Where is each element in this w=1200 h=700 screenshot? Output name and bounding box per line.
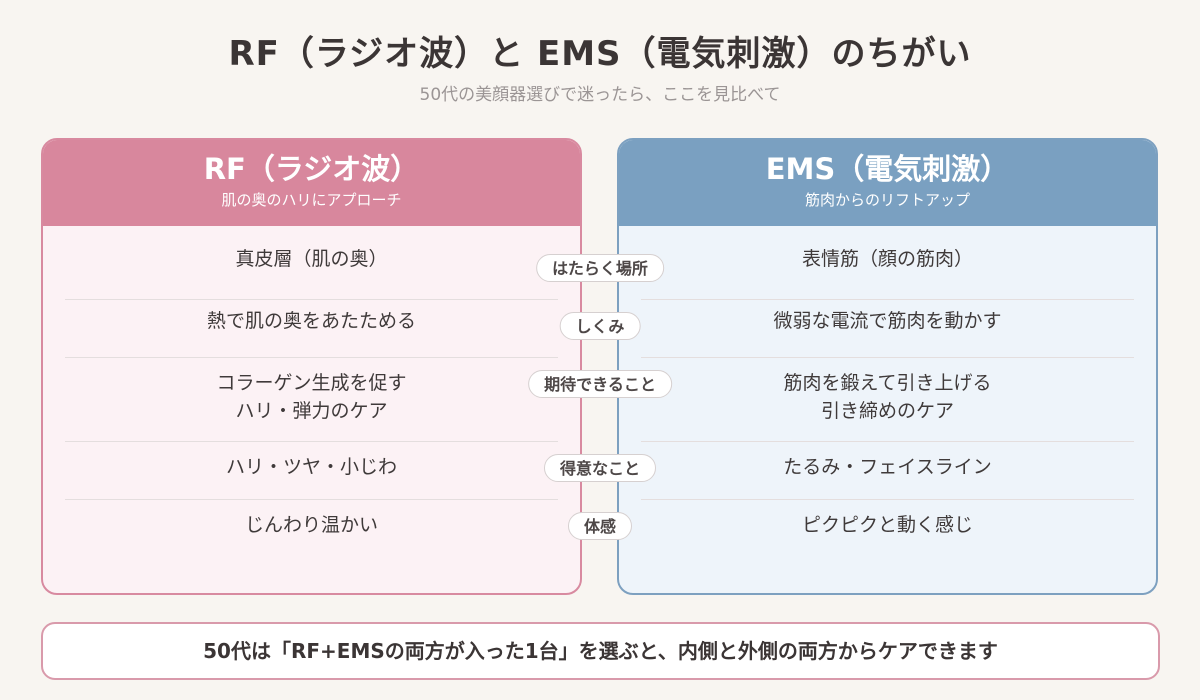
rf-row-sensation: じんわり温かい bbox=[244, 514, 378, 536]
footer-recommendation: 50代は「RF+EMSの両方が入った1台」を選ぶと、内側と外側の両方からケアでき… bbox=[41, 622, 1160, 680]
rf-row-expected-line1: コラーゲン生成を促す bbox=[216, 372, 407, 394]
ems-row-expected: 筋肉を鍛えて引き上げる 引き締めのケア bbox=[619, 362, 1156, 432]
divider bbox=[65, 499, 558, 500]
rf-row-mechanism: 熱で肌の奥をあたためる bbox=[206, 310, 416, 332]
rf-card: RF（ラジオ波） 肌の奥のハリにアプローチ 真皮層（肌の奥） 熱で肌の奥をあたた… bbox=[41, 138, 582, 595]
ems-tagline: 筋肉からのリフトアップ bbox=[804, 191, 970, 209]
criterion-label-mechanism: しくみ bbox=[559, 312, 641, 340]
divider bbox=[641, 499, 1134, 500]
ems-heading: EMS（電気刺激） bbox=[765, 152, 1010, 186]
ems-row-sensation: ピクピクと動く感じ bbox=[801, 514, 973, 536]
rf-heading: RF（ラジオ波） bbox=[203, 152, 420, 186]
ems-card: EMS（電気刺激） 筋肉からのリフトアップ 表情筋（顔の筋肉） 微弱な電流で筋肉… bbox=[617, 138, 1158, 595]
criterion-label-sensation: 体感 bbox=[567, 512, 633, 540]
divider bbox=[641, 357, 1134, 358]
divider bbox=[65, 357, 558, 358]
ems-row-mechanism: 微弱な電流で筋肉を動かす bbox=[773, 310, 1002, 332]
ems-row-expected-line1: 筋肉を鍛えて引き上げる bbox=[783, 372, 992, 394]
divider bbox=[641, 299, 1134, 300]
rf-row-expected: コラーゲン生成を促す ハリ・弾力のケア bbox=[43, 362, 580, 432]
ems-row-location: 表情筋（顔の筋肉） bbox=[801, 248, 973, 270]
criterion-label-location: はたらく場所 bbox=[536, 254, 664, 282]
rf-tagline: 肌の奥のハリにアプローチ bbox=[221, 191, 402, 209]
divider bbox=[65, 441, 558, 442]
rf-row-location: 真皮層（肌の奥） bbox=[235, 248, 388, 270]
ems-card-header: EMS（電気刺激） 筋肉からのリフトアップ bbox=[619, 140, 1156, 226]
criterion-label-expected: 期待できること bbox=[528, 370, 672, 398]
divider bbox=[65, 299, 558, 300]
rf-card-header: RF（ラジオ波） 肌の奥のハリにアプローチ bbox=[43, 140, 580, 226]
criterion-label-strength: 得意なこと bbox=[543, 454, 657, 482]
ems-row-strength: たるみ・フェイスライン bbox=[783, 456, 992, 478]
page-title: RF（ラジオ波）と EMS（電気刺激）のちがい bbox=[228, 34, 972, 74]
rf-row-expected-line2: ハリ・弾力のケア bbox=[235, 400, 388, 422]
ems-row-expected-line2: 引き締めのケア bbox=[820, 400, 954, 422]
rf-row-strength: ハリ・ツヤ・小じわ bbox=[225, 456, 397, 478]
page-subtitle: 50代の美顔器選びで迷ったら、ここを見比べて bbox=[419, 85, 781, 105]
divider bbox=[641, 441, 1134, 442]
